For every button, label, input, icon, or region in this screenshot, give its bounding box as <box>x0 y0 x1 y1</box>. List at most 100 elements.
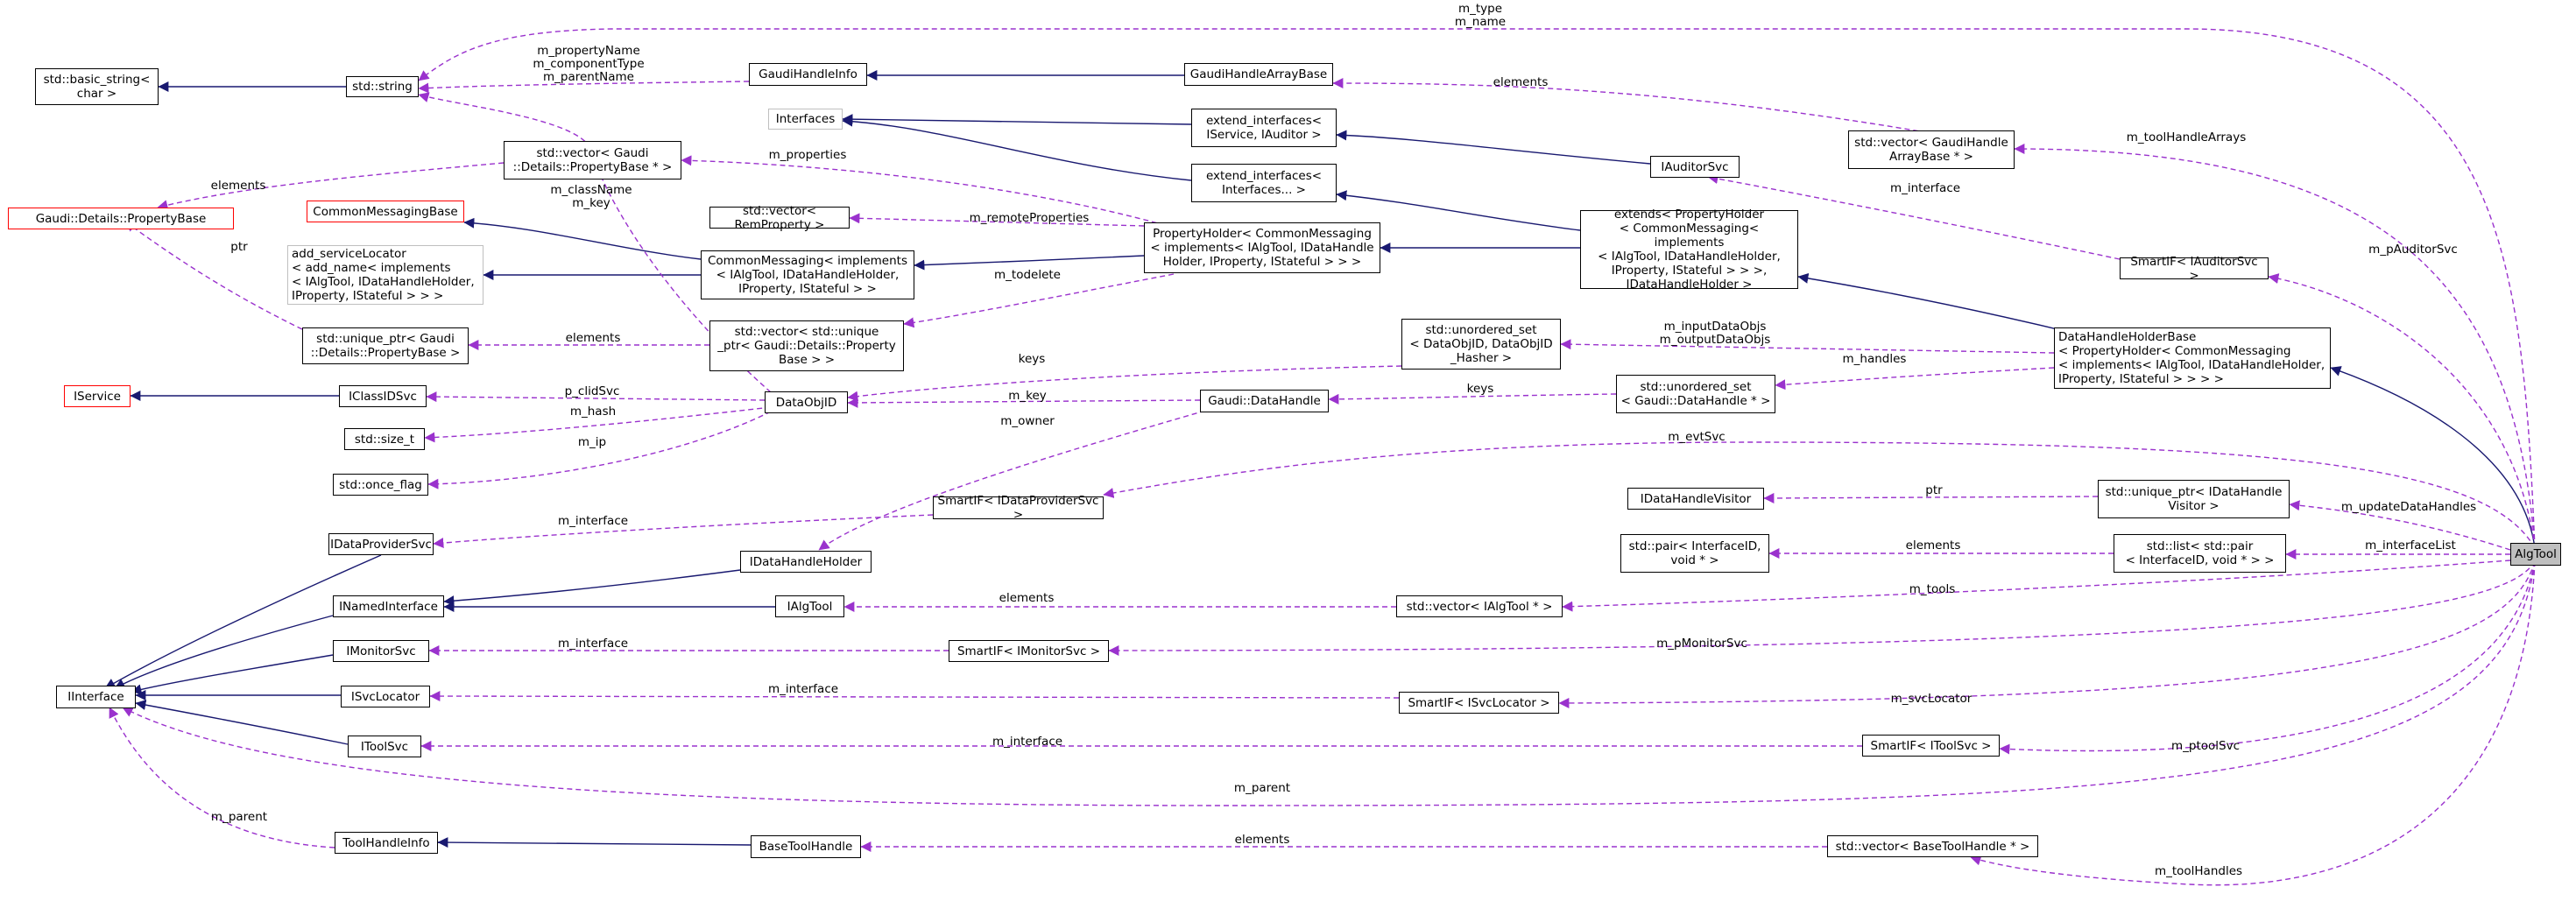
node-dataobjid[interactable]: DataObjID <box>765 391 848 413</box>
node-iclass-id-svc[interactable]: IClassIDSvc <box>339 385 427 407</box>
node-gaudi-handle-info[interactable]: GaudiHandleInfo <box>749 63 867 86</box>
node-data-handle-holder-base[interactable]: DataHandleHolderBase < PropertyHolder< C… <box>2054 327 2331 389</box>
edge-p-clidsvc <box>426 391 766 403</box>
node-common-messaging[interactable]: CommonMessaging< implements < IAlgTool, … <box>701 250 914 299</box>
edge-m-property-names <box>418 81 750 94</box>
node-list-pair[interactable]: std::list< std::pair < InterfaceID, void… <box>2114 534 2286 573</box>
edge-label-keys-data-handle: keys <box>1466 382 1494 396</box>
edge-elements-gaudi-handle <box>1332 78 1937 135</box>
edge-m-pmonitor-svc <box>1108 560 2536 656</box>
node-smartif-idataprovider-svc[interactable]: SmartIF< IDataProviderSvc > <box>933 494 1104 522</box>
node-pair-interface-id[interactable]: std::pair< InterfaceID, void * > <box>1620 534 1769 573</box>
node-unique-ptr-idata-handle-visitor[interactable]: std::unique_ptr< IDataHandle Visitor > <box>2098 480 2290 518</box>
edge-m-tool-handles <box>1970 560 2536 886</box>
edge-label-m-key: m_key <box>1008 389 1047 403</box>
node-algtool[interactable]: AlgTool <box>2510 543 2561 566</box>
node-idata-handle-holder[interactable]: IDataHandleHolder <box>740 551 872 573</box>
node-imonitor-svc[interactable]: IMonitorSvc <box>333 640 429 662</box>
node-interfaces[interactable]: Interfaces <box>768 109 843 130</box>
edge-m-handles <box>1775 367 2055 391</box>
node-base-tool-handle[interactable]: BaseToolHandle <box>751 835 861 858</box>
node-iservice[interactable]: IService <box>64 385 131 407</box>
edge-label-elements-unique-ptr: elements <box>565 331 621 345</box>
edge-label-m-tools: m_tools <box>1909 582 1956 596</box>
edge-label-m-properties: m_properties <box>768 148 847 162</box>
node-ialgtool[interactable]: IAlgTool <box>775 595 844 617</box>
node-isvc-locator[interactable]: ISvcLocator <box>341 686 430 707</box>
edge-label-m-ip: m_ip <box>577 435 607 449</box>
node-smartif-iauditor-svc[interactable]: SmartIF< IAuditorSvc > <box>2120 255 2269 283</box>
edge-label-m-remote-properties: m_remoteProperties <box>969 211 1090 225</box>
edge-label-elements-property-base: elements <box>210 179 266 193</box>
node-common-messaging-base[interactable]: CommonMessagingBase <box>307 201 464 222</box>
node-idata-handle-visitor[interactable]: IDataHandleVisitor <box>1627 488 1764 510</box>
node-idataprovider-svc[interactable]: IDataProviderSvc <box>328 533 434 555</box>
node-vector-base-tool-handle[interactable]: std::vector< BaseToolHandle * > <box>1827 835 2038 857</box>
node-extend-iservice-iauditor[interactable]: extend_interfaces< IService, IAuditor > <box>1191 109 1337 147</box>
edge-m-evtsvc <box>1103 441 2536 549</box>
node-inamed-interface[interactable]: INamedInterface <box>333 595 444 617</box>
edge-m-properties <box>681 155 1175 229</box>
edge-extend-interfaces-to-interfaces <box>842 116 1192 181</box>
node-smartif-imonitor-svc[interactable]: SmartIF< IMonitorSvc > <box>949 640 1109 662</box>
node-smartif-itoolsvc[interactable]: SmartIF< IToolSvc > <box>1862 735 2000 757</box>
edge-m-interface-svclocator <box>429 691 1400 702</box>
node-basic-string[interactable]: std::basic_string< char > <box>35 68 159 105</box>
node-itool-svc[interactable]: IToolSvc <box>348 736 421 757</box>
node-property-base[interactable]: Gaudi::Details::PropertyBase <box>8 208 234 229</box>
edge-label-m-todelete: m_todelete <box>994 268 1061 282</box>
edge-idataprovidersvc-to-iinterface <box>104 554 382 689</box>
edge-label-m-svc-locator: m_svcLocator <box>1890 692 1973 706</box>
node-iinterface[interactable]: IInterface <box>56 686 136 708</box>
edge-m-tools <box>1562 560 2511 612</box>
node-vector-ialgtool[interactable]: std::vector< IAlgTool * > <box>1396 595 1563 617</box>
edge-idhholder-to-inamed <box>443 569 741 607</box>
node-tool-handle-info[interactable]: ToolHandleInfo <box>335 832 438 854</box>
edge-label-m-handles: m_handles <box>1842 352 1907 366</box>
node-unique-ptr-property-base[interactable]: std::unique_ptr< Gaudi ::Details::Proper… <box>302 327 469 364</box>
edge-m-input-output <box>1560 339 2055 354</box>
edge-label-elements-gaudi-handle: elements <box>1493 75 1549 89</box>
edge-m-type-name <box>418 28 2536 549</box>
node-add-service-locator[interactable]: add_serviceLocator < add_name< implement… <box>287 245 483 305</box>
node-std-string[interactable]: std::string <box>346 76 419 97</box>
edge-m-tool-handle-arrays <box>2014 144 2536 549</box>
edge-dhholderbase-to-extends <box>1797 272 2080 335</box>
node-extends-property-holder[interactable]: extends< PropertyHolder < CommonMessagin… <box>1580 208 1798 292</box>
edge-label-m-evtsvc: m_evtSvc <box>1668 430 1726 444</box>
node-size-t[interactable]: std::size_t <box>344 428 425 450</box>
node-vector-gaudi-handle-array[interactable]: std::vector< GaudiHandle ArrayBase * > <box>1848 130 2015 169</box>
edge-label-m-parent-algtool: m_parent <box>1233 781 1291 795</box>
node-gaudi-handle-array-base[interactable]: GaudiHandleArrayBase <box>1184 63 1333 86</box>
edge-m-ptool-svc <box>1999 560 2536 755</box>
edge-label-m-interface-svclocator: m_interface <box>767 682 839 696</box>
node-unordered-set-data-handle[interactable]: std::unordered_set < Gaudi::DataHandle *… <box>1616 375 1775 413</box>
node-extend-interfaces[interactable]: extend_interfaces< Interfaces... > <box>1191 164 1337 202</box>
node-iauditor-svc[interactable]: IAuditorSvc <box>1650 156 1740 178</box>
edge-elements-property-base <box>157 162 505 211</box>
edge-label-m-type-name: m_type m_name <box>1454 2 1507 29</box>
node-gaudi-data-handle[interactable]: Gaudi::DataHandle <box>1200 390 1329 412</box>
node-vector-unique-ptr-property[interactable]: std::vector< std::unique _ptr< Gaudi::De… <box>709 320 904 371</box>
edge-m-parent-algtool <box>122 560 2536 806</box>
edge-imonitorsvc-to-iinterface <box>131 654 334 695</box>
node-vector-rem-property[interactable]: std::vector< RemProperty > <box>709 204 850 232</box>
node-once-flag[interactable]: std::once_flag <box>333 474 428 496</box>
edge-inamedinterface-to-iinterface <box>114 615 334 689</box>
edge-label-m-interface-auditor: m_interface <box>1889 181 1961 195</box>
edge-label-m-tool-handle-arrays: m_toolHandleArrays <box>2126 130 2247 144</box>
edge-label-m-pauditor-svc: m_pAuditorSvc <box>2368 243 2458 257</box>
edge-label-elements-base-tool-handle: elements <box>1234 833 1290 847</box>
edge-label-ptr-visitor: ptr <box>1925 483 1943 497</box>
edge-property-holder-to-common-messaging <box>914 255 1145 271</box>
edge-ptr-property-base <box>124 221 303 330</box>
edge-m-todelete <box>903 273 1175 328</box>
node-unordered-set-dataobjid[interactable]: std::unordered_set < DataObjID, DataObjI… <box>1401 319 1561 370</box>
edge-label-elements-ialgtool: elements <box>999 591 1055 605</box>
node-vector-property-base[interactable]: std::vector< Gaudi ::Details::PropertyBa… <box>504 141 681 179</box>
node-smartif-isvclocator[interactable]: SmartIF< ISvcLocator > <box>1399 692 1559 714</box>
node-property-holder[interactable]: PropertyHolder< CommonMessaging < implem… <box>1144 222 1380 273</box>
edge-m-remote-properties <box>849 213 1145 227</box>
edge-m-update-data-handles <box>2289 500 2511 551</box>
